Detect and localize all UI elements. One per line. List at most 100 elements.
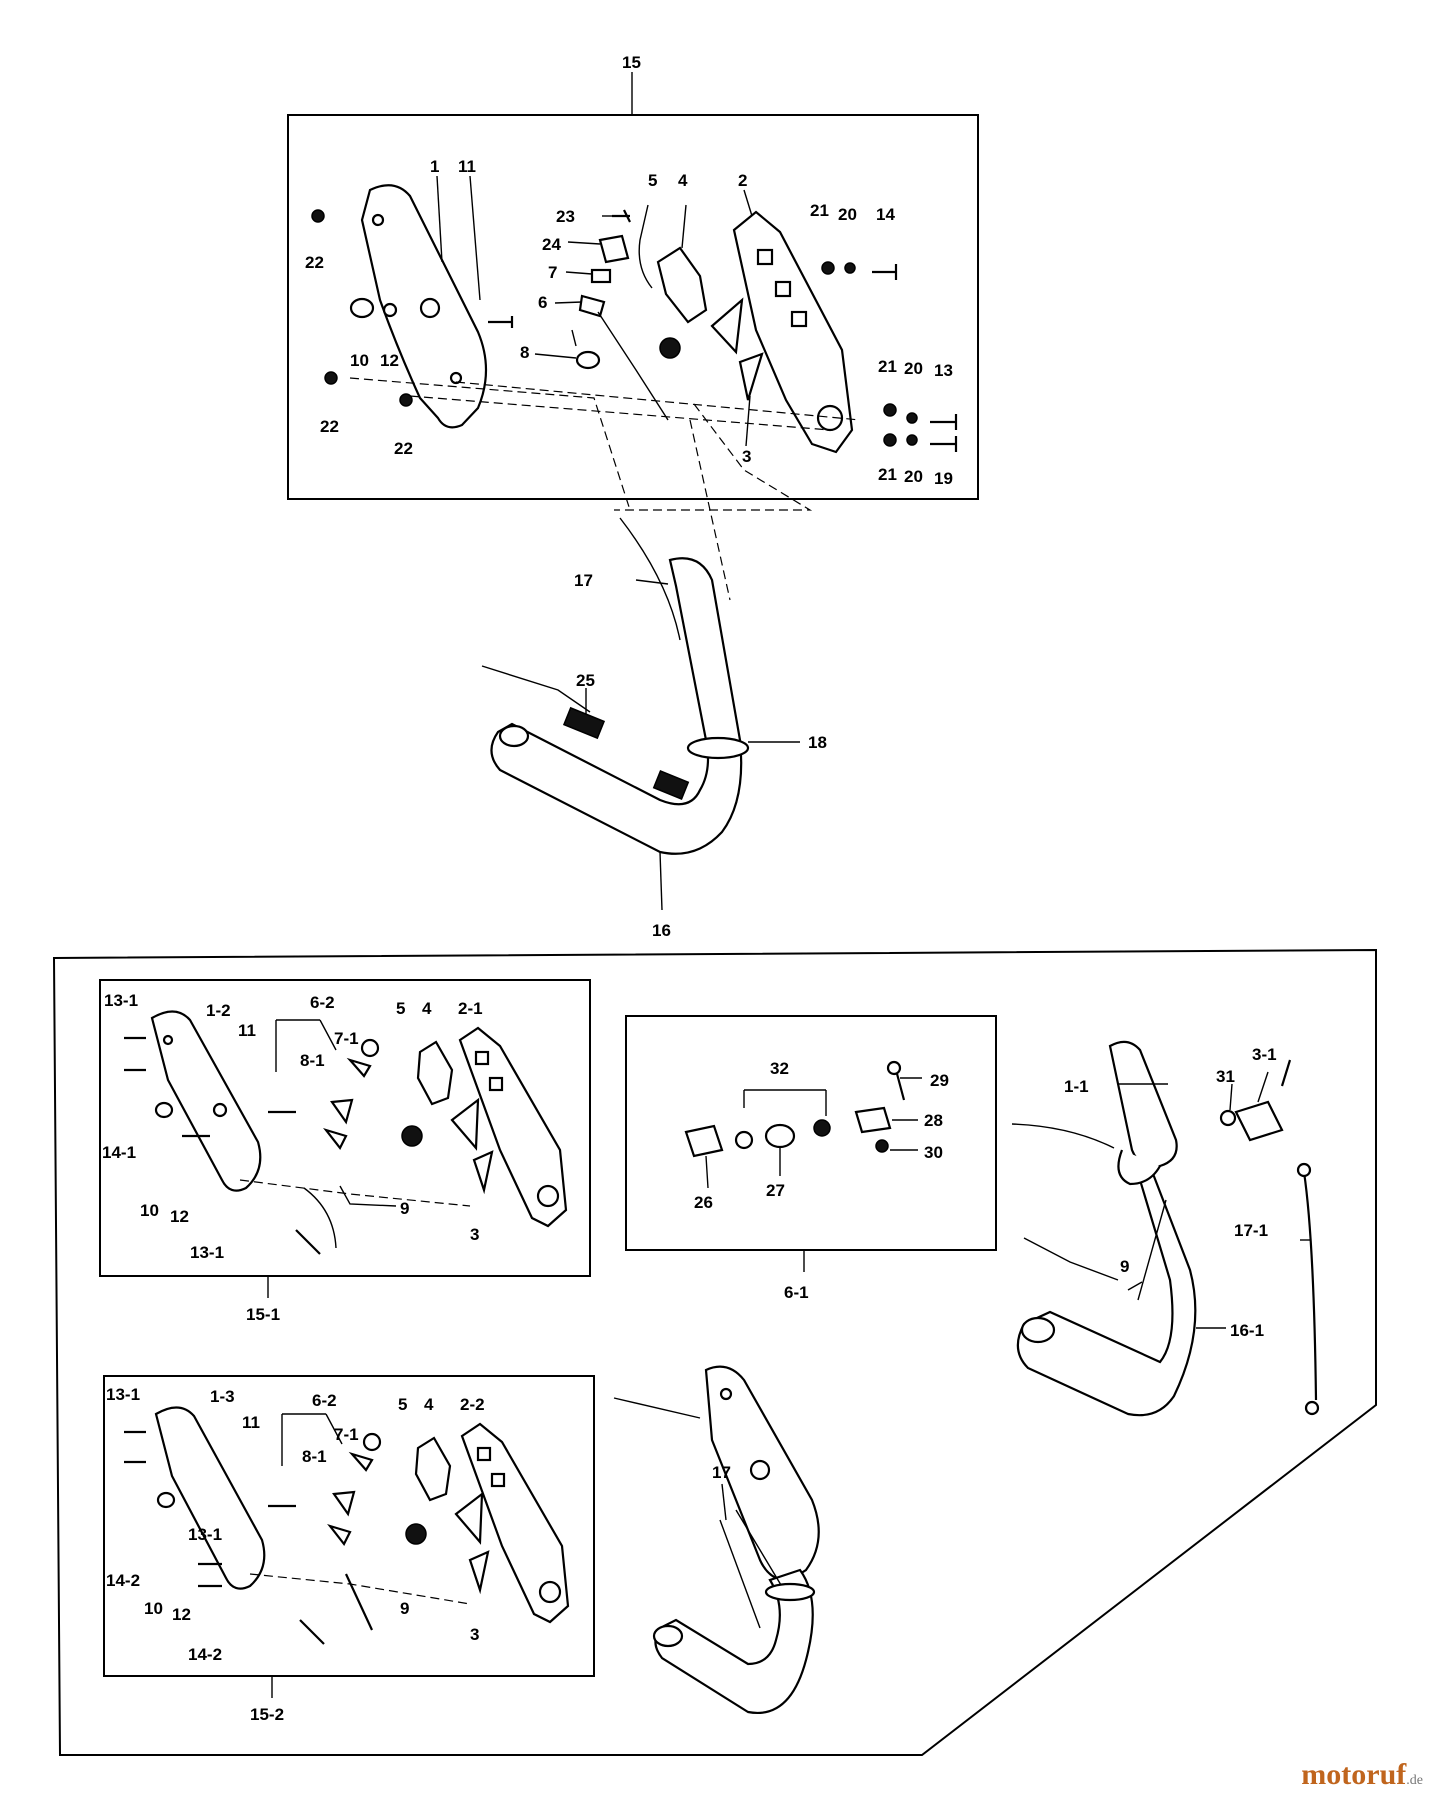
callout: 10 (140, 1201, 159, 1220)
callout: 12 (380, 351, 399, 370)
bolt-14 (872, 264, 898, 280)
callout: 13-1 (104, 991, 138, 1010)
callout: 15-2 (250, 1705, 284, 1724)
bolt-13 (930, 414, 958, 430)
callout: 11 (238, 1021, 256, 1040)
grip-2-1 (458, 1026, 568, 1228)
watermark-name: motoruf (1301, 1758, 1407, 1791)
callout: 6-1 (784, 1283, 809, 1302)
screw-23 (612, 209, 631, 223)
nut-20c (906, 434, 918, 446)
watermark-tld: .de (1406, 1773, 1423, 1788)
washer-21b (883, 403, 897, 417)
callout: 14-1 (102, 1143, 136, 1162)
callout: 25 (576, 671, 595, 690)
assembly-right-handle (1011, 1040, 1320, 1417)
assembly-lower-right (613, 1365, 820, 1715)
callout: 9 (400, 1599, 409, 1618)
callout: 16 (652, 921, 671, 940)
callout: 20 (838, 205, 857, 224)
callout: 23 (556, 207, 575, 226)
housing-1-2 (150, 1010, 262, 1192)
callout: 6-2 (310, 993, 335, 1012)
callout: 16-1 (1230, 1321, 1264, 1340)
bushing-10 (349, 297, 375, 319)
nut-20b (906, 412, 918, 424)
callout: 15-1 (246, 1305, 280, 1324)
callout: 1-1 (1064, 1077, 1089, 1096)
callout: 5 (398, 1395, 407, 1414)
cone-part (710, 297, 744, 355)
callout: 17-1 (1234, 1221, 1268, 1240)
callout: 18 (808, 733, 827, 752)
callout: 21 (810, 201, 829, 220)
callout: 14-2 (188, 1645, 222, 1664)
ring-8 (575, 350, 601, 370)
cable-sleeve (652, 770, 690, 800)
callout: 6 (538, 293, 547, 312)
washer-21c (883, 433, 897, 447)
callout: 24 (542, 235, 561, 254)
assembly-15-2 (103, 1375, 595, 1698)
callout: 15 (622, 53, 641, 72)
assembly-6-1 (625, 1015, 997, 1272)
callout: 7-1 (334, 1425, 359, 1444)
callout: 13-1 (190, 1243, 224, 1262)
callout: 8-1 (300, 1051, 325, 1070)
grip-housing-2 (732, 210, 854, 454)
watermark: motoruf.de (1301, 1758, 1423, 1792)
assembly-15-1-frame (99, 979, 591, 1277)
cam-24 (598, 234, 630, 264)
assembly-15-1 (99, 979, 591, 1298)
callout: 9 (400, 1199, 409, 1218)
trigger-4 (656, 246, 708, 324)
callout: 8 (520, 343, 529, 362)
callout: 12 (170, 1207, 189, 1226)
nut-20a (844, 262, 856, 274)
callout: 32 (770, 1059, 789, 1078)
callout: 21 (878, 357, 897, 376)
callout: 17 (574, 571, 593, 590)
clamp-18 (686, 736, 750, 760)
callout: 10 (350, 351, 369, 370)
callout: 10 (144, 1599, 163, 1618)
callout: 14 (876, 205, 895, 224)
grommet-22c (399, 393, 413, 407)
callout: 20 (904, 467, 923, 486)
assembly-15-2-frame (103, 1375, 595, 1677)
callout: 11 (242, 1413, 260, 1432)
callout: 13 (934, 361, 953, 380)
callout: 12 (172, 1605, 191, 1624)
callout: 14-2 (106, 1571, 140, 1590)
callout: 5 (648, 171, 657, 190)
lever-6 (578, 294, 606, 318)
spring-25 (562, 706, 606, 740)
housing-1-3 (154, 1406, 266, 1590)
callout: 27 (766, 1181, 785, 1200)
callout: 28 (924, 1111, 943, 1130)
assembly-6-1-frame (625, 1015, 997, 1251)
callout: 21 (878, 465, 897, 484)
washer-21a (821, 261, 835, 275)
callout: 1 (430, 157, 439, 176)
callout: 4 (422, 999, 432, 1018)
callout: 31 (1216, 1067, 1235, 1086)
callout: 6-2 (312, 1391, 337, 1410)
callout: 5 (396, 999, 405, 1018)
callout: 1-3 (210, 1387, 235, 1406)
callout: 22 (320, 417, 339, 436)
bolt-19 (930, 436, 958, 452)
callout: 2 (738, 171, 747, 190)
callout: 30 (924, 1143, 943, 1162)
callout: 26 (694, 1193, 713, 1212)
callout: 3-1 (1252, 1045, 1277, 1064)
callout: 22 (305, 253, 324, 272)
callout: 13-1 (188, 1525, 222, 1544)
assembly-15-frame (287, 114, 979, 500)
callout: 13-1 (106, 1385, 140, 1404)
callout-labels: 15 1 11 22 10 12 22 22 23 24 7 6 8 5 4 2… (102, 53, 1277, 1724)
lower-frame (52, 948, 1377, 1756)
callout: 3 (742, 447, 751, 466)
handlebar-16 (481, 517, 800, 911)
callout: 7-1 (334, 1029, 359, 1048)
